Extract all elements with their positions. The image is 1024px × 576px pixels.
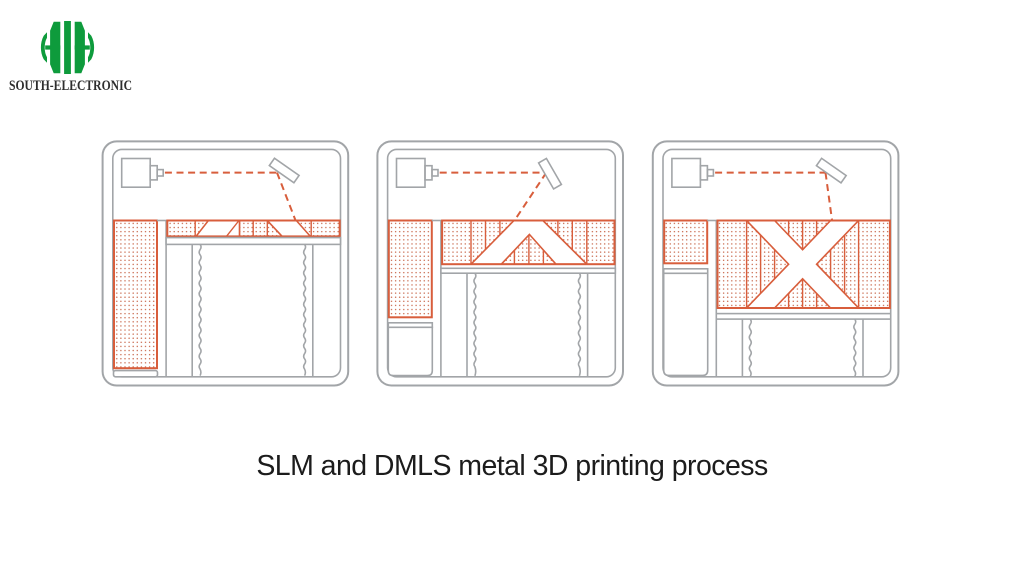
printer-panel-stage-1 — [101, 140, 350, 387]
emblem-left-crescent — [40, 32, 47, 63]
emblem-left-crossbar — [45, 45, 61, 50]
laser-nozzle-outer — [424, 164, 433, 181]
laser-source-icon — [120, 157, 151, 189]
laser-nozzle-tip — [156, 168, 164, 177]
scanner-mirror-icon — [815, 157, 848, 185]
build-platform — [715, 312, 892, 320]
emblem-right-crossbar — [74, 45, 90, 50]
company-name: SOUTH-ELECTRONIC — [9, 77, 133, 94]
build-platform — [440, 267, 617, 274]
laser-beam-reflected — [276, 172, 297, 221]
powder-supply-column — [387, 219, 433, 319]
melted-track-1-hatch — [225, 220, 240, 237]
supply-piston-shaft — [662, 272, 709, 377]
laser-beam-reflected — [513, 172, 548, 222]
powder-bed-border — [441, 219, 616, 266]
slide-caption: SLM and DMLS metal 3D printing process — [256, 450, 768, 482]
emblem-right-crescent — [88, 32, 95, 63]
printer-outer-frame — [376, 140, 624, 387]
company-logo: SOUTH-ELECTRONIC — [9, 21, 199, 94]
powder-supply-column — [113, 219, 158, 370]
laser-nozzle-outer — [699, 164, 709, 181]
supply-piston-shaft — [387, 326, 434, 377]
laser-nozzle-tip — [431, 168, 439, 177]
powder-bed-border — [166, 219, 341, 238]
powder-edge-wavy-left — [748, 318, 753, 377]
scanner-mirror-icon — [268, 157, 301, 184]
powder-edge-wavy-left — [198, 243, 202, 376]
laser-source-icon — [395, 157, 426, 189]
supply-piston-tray — [112, 369, 159, 378]
laser-nozzle-tip — [706, 168, 715, 177]
printer-panel-stage-2 — [376, 140, 624, 387]
powder-edge-wavy-right — [853, 318, 857, 377]
emblem-center-bar — [64, 21, 71, 74]
printer-panel-stage-3 — [651, 140, 900, 387]
printer-outer-frame — [101, 140, 350, 387]
laser-source-icon — [671, 157, 702, 189]
powder-edge-wavy-right — [302, 243, 307, 376]
logo-emblem-icon — [40, 21, 95, 74]
powder-edge-wavy-left — [473, 272, 477, 377]
laser-nozzle-outer — [149, 164, 158, 181]
powder-bed-border — [716, 219, 891, 309]
printer-outer-frame — [651, 140, 900, 387]
printer-inner-frame — [112, 148, 342, 378]
scanner-mirror-icon — [537, 157, 563, 191]
build-platform — [165, 236, 342, 246]
powder-edge-wavy-right — [577, 272, 582, 377]
laser-beam-reflected — [824, 172, 833, 221]
powder-supply-column — [663, 219, 709, 265]
